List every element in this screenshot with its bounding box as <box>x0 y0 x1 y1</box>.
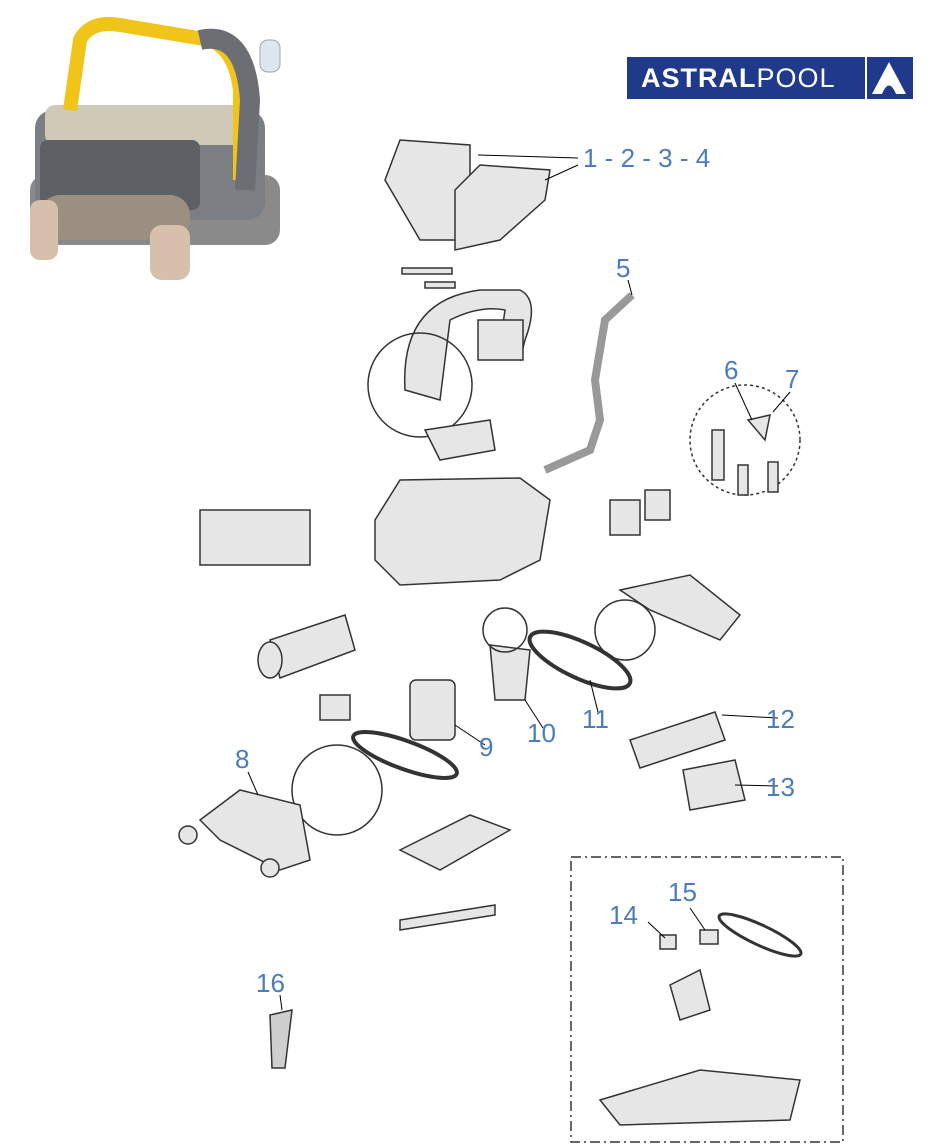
callout-5: 5 <box>616 253 631 283</box>
callout-13: 13 <box>766 772 795 802</box>
callout-1-4: 1 - 2 - 3 - 4 <box>583 143 711 173</box>
part-motor <box>489 644 531 701</box>
part-roller-13 <box>682 759 746 811</box>
callout-10: 10 <box>527 718 556 748</box>
part-handle <box>403 289 533 401</box>
part-base <box>398 814 512 871</box>
callout-8: 8 <box>235 744 250 774</box>
logo-text-light: POOL <box>756 62 836 93</box>
part-belt-11 <box>527 629 633 691</box>
callout-15: 15 <box>668 877 697 907</box>
part-gearbox <box>409 679 456 741</box>
logo-triangle-icon <box>865 57 911 99</box>
part-side-frame <box>198 789 311 871</box>
callout-7: 7 <box>785 364 800 394</box>
callout-6: 6 <box>724 355 739 385</box>
part-roller-12 <box>629 711 726 769</box>
part-roller <box>269 614 356 679</box>
part-16 <box>269 1009 293 1069</box>
callout-12: 12 <box>766 704 795 734</box>
kit-box <box>570 856 844 1143</box>
robot-photo <box>30 17 281 280</box>
callout-9: 9 <box>479 732 494 762</box>
callout-11: 11 <box>582 704 609 734</box>
part-cover-2 <box>454 164 551 251</box>
part-shapes <box>178 139 844 1143</box>
logo-text-bold: ASTRAL <box>641 62 757 93</box>
callout-16: 16 <box>256 968 285 998</box>
callout-14: 14 <box>609 900 638 930</box>
astralpool-logo: ASTRALPOOL <box>627 57 913 99</box>
leader-lines <box>247 154 791 1011</box>
part-body <box>374 477 551 586</box>
part-pipe-5 <box>543 292 635 474</box>
